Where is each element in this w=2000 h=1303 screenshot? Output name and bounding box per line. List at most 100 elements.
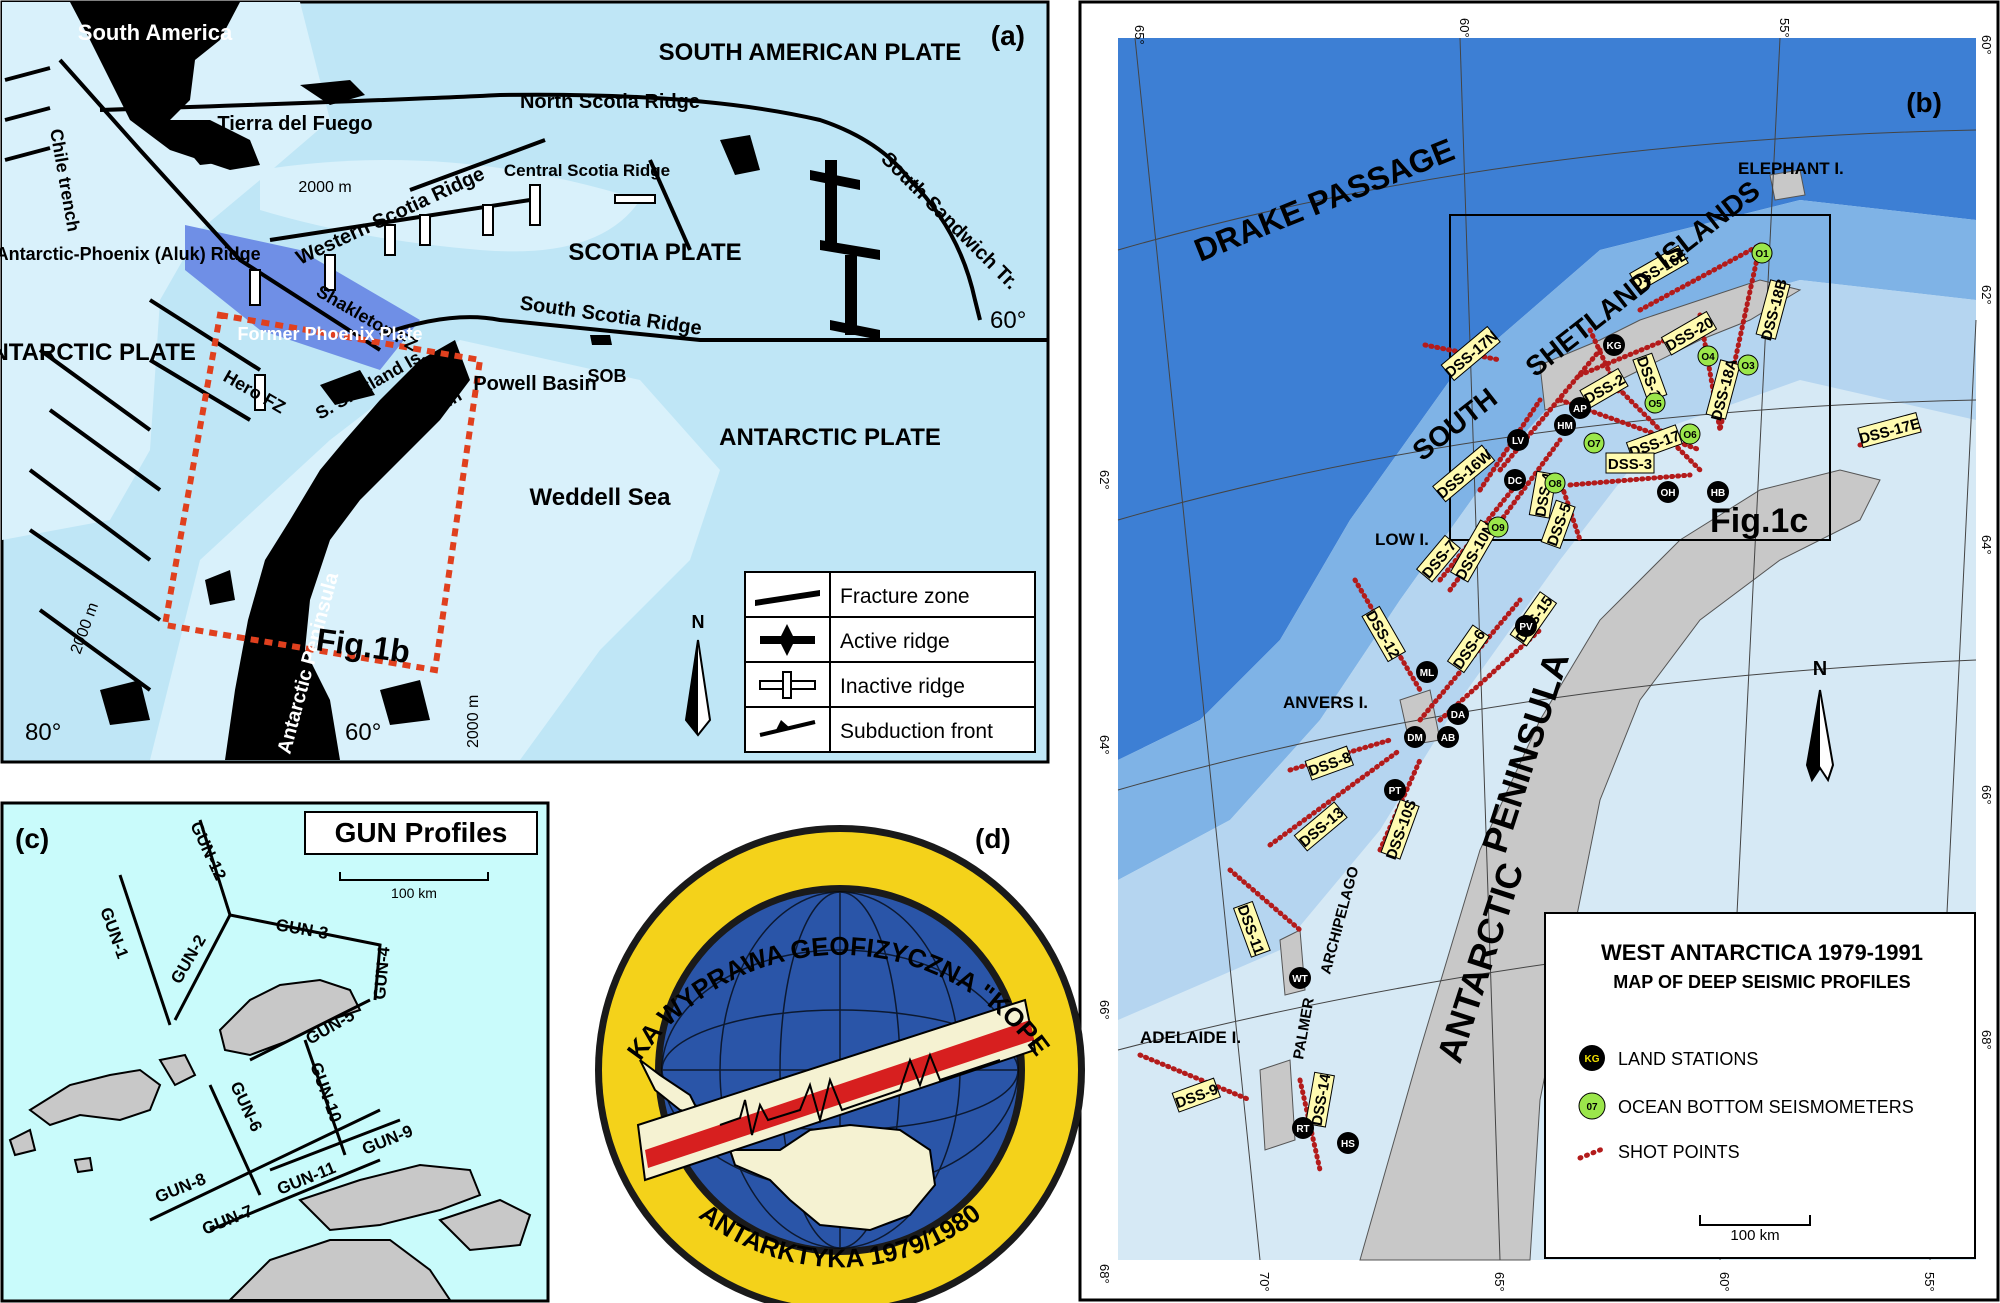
panel-b-letter: (b) bbox=[1906, 87, 1942, 118]
label-lon-80: 80° bbox=[25, 719, 61, 746]
svg-text:O5: O5 bbox=[1648, 399, 1662, 410]
svg-text:DM: DM bbox=[1407, 733, 1423, 744]
svg-text:GUN-4: GUN-4 bbox=[370, 945, 394, 1000]
inactive-ridge-icon bbox=[759, 671, 816, 699]
label-south-american-plate: SOUTH AMERICAN PLATE bbox=[659, 39, 962, 66]
svg-text:64°: 64° bbox=[1979, 535, 1994, 555]
label-antarctic-plate-east: ANTARCTIC PLATE bbox=[719, 424, 941, 451]
svg-text:66°: 66° bbox=[1097, 1000, 1112, 1020]
legend-title: WEST ANTARCTICA 1979-1991 bbox=[1601, 940, 1923, 965]
svg-text:O6: O6 bbox=[1683, 430, 1697, 441]
legend-subtitle: MAP OF DEEP SEISMIC PROFILES bbox=[1613, 972, 1910, 992]
south-america-landmass bbox=[70, 2, 260, 170]
label-depth-2000-c: 2000 m bbox=[465, 695, 482, 748]
svg-text:O8: O8 bbox=[1548, 479, 1562, 490]
svg-text:WT: WT bbox=[1292, 974, 1308, 985]
land-station-icon bbox=[1579, 1045, 1605, 1071]
label-tierra-del-fuego: Tierra del Fuego bbox=[217, 113, 372, 135]
label-sob: SOB bbox=[587, 366, 626, 386]
land-station-markers: KG AP HM LV DC OH HB PV ML DA DM AB PT W… bbox=[1289, 334, 1729, 1154]
svg-text:07: 07 bbox=[1586, 1102, 1598, 1113]
subduction-front-icon bbox=[759, 720, 816, 737]
label-low-island: LOW I. bbox=[1375, 530, 1429, 549]
svg-text:55°: 55° bbox=[1777, 18, 1792, 38]
label-south-america: South America bbox=[78, 20, 233, 45]
panel-d-letter: (d) bbox=[975, 823, 1011, 854]
svg-text:DSS-3: DSS-3 bbox=[1608, 456, 1652, 473]
svg-text:65°: 65° bbox=[1132, 25, 1147, 45]
label-north-scotia-ridge: North Scotia Ridge bbox=[520, 91, 700, 113]
label-former-phoenix-plate: Former Phoenix Plate bbox=[237, 324, 422, 344]
panel-a-letter: (a) bbox=[991, 20, 1025, 51]
svg-text:60°: 60° bbox=[1457, 18, 1472, 38]
panel-c-scale-bar bbox=[339, 872, 489, 881]
antarctic-peninsula-landmass bbox=[225, 340, 470, 760]
panel-b-seismic-map: DSS-16E DSS-17N DSS-20 DSS-18B DSS-2 DSS… bbox=[1078, 0, 2000, 1302]
panel-b-legend: WEST ANTARCTICA 1979-1991 MAP OF DEEP SE… bbox=[1544, 912, 1976, 1259]
fracture-zone-icon bbox=[755, 590, 820, 606]
svg-text:LV: LV bbox=[1512, 436, 1524, 447]
panel-a-tectonic-map: South America Chile trench Tierra del Fu… bbox=[0, 0, 1050, 764]
svg-text:DC: DC bbox=[1508, 476, 1522, 487]
svg-text:55°: 55° bbox=[1922, 1272, 1937, 1292]
active-ridge-icon bbox=[760, 624, 815, 656]
shot-point-icon bbox=[1577, 1145, 1608, 1161]
legend-shot-points: SHOT POINTS bbox=[1618, 1142, 1740, 1162]
label-anvers-island: ANVERS I. bbox=[1283, 693, 1368, 712]
label-lon-60: 60° bbox=[345, 719, 381, 746]
label-central-scotia-ridge: Central Scotia Ridge bbox=[504, 161, 670, 180]
svg-text:65°: 65° bbox=[1492, 1272, 1507, 1292]
gun-profiles-title: GUN Profiles bbox=[335, 817, 508, 848]
legend-land-stations: LAND STATIONS bbox=[1618, 1049, 1758, 1069]
north-arrow-icon: N bbox=[684, 612, 712, 737]
svg-text:PV: PV bbox=[1519, 622, 1533, 633]
label-elephant-island: ELEPHANT I. bbox=[1738, 159, 1844, 178]
legend-inactive-ridge: Inactive ridge bbox=[840, 675, 965, 698]
label-weddell-sea: Weddell Sea bbox=[530, 484, 672, 511]
svg-text:RT: RT bbox=[1296, 1124, 1309, 1135]
svg-text:O1: O1 bbox=[1755, 249, 1769, 260]
svg-text:HB: HB bbox=[1711, 488, 1725, 499]
label-antarctic-plate-west: ANTARCTIC PLATE bbox=[0, 339, 196, 366]
obs-markers: O1 O4 O3 O5 O7 O6 O8 O9 bbox=[1487, 242, 1773, 538]
svg-text:DA: DA bbox=[1451, 710, 1465, 721]
svg-text:AB: AB bbox=[1441, 733, 1455, 744]
svg-text:62°: 62° bbox=[1097, 470, 1112, 490]
panel-b-tick-labels: 65° 60° 55° 70° 65° 60° 55° 62° 64° 66° … bbox=[1097, 18, 1994, 1292]
label-adelaide-island: ADELAIDE I. bbox=[1140, 1028, 1241, 1047]
svg-text:O3: O3 bbox=[1741, 361, 1755, 372]
legend-active-ridge: Active ridge bbox=[840, 630, 950, 653]
svg-text:68°: 68° bbox=[1097, 1264, 1112, 1284]
svg-text:N: N bbox=[1813, 658, 1827, 680]
label-fig-1c: Fig.1c bbox=[1710, 502, 1808, 540]
svg-text:66°: 66° bbox=[1979, 785, 1994, 805]
profile-labels: DSS-16E DSS-17N DSS-20 DSS-18B DSS-2 DSS… bbox=[1171, 244, 1922, 1128]
panel-c-gun-profiles: GUN-1 GUN-12 GUN-2 GUN-3 GUN-4 GUN-5 GUN… bbox=[0, 801, 550, 1303]
svg-text:KG: KG bbox=[1585, 1054, 1600, 1065]
svg-text:OH: OH bbox=[1661, 488, 1676, 499]
svg-text:O9: O9 bbox=[1491, 523, 1505, 534]
legend-fracture-zone: Fracture zone bbox=[840, 585, 970, 608]
obs-icon bbox=[1578, 1092, 1606, 1120]
svg-text:62°: 62° bbox=[1979, 285, 1994, 305]
label-lat-60: 60° bbox=[990, 307, 1026, 334]
panel-c-scale-label: 100 km bbox=[391, 885, 437, 901]
label-depth-2000: 2000 m bbox=[298, 179, 351, 196]
svg-text:ML: ML bbox=[1420, 668, 1434, 679]
scale-label: 100 km bbox=[1730, 1227, 1779, 1244]
svg-text:O7: O7 bbox=[1587, 439, 1601, 450]
north-arrow-icon: N bbox=[1805, 658, 1835, 783]
svg-text:70°: 70° bbox=[1257, 1272, 1272, 1292]
label-extinct-ridge: extinct Antarctic-Phoenix (Aluk) Ridge bbox=[0, 244, 261, 264]
svg-text:N: N bbox=[692, 612, 705, 632]
svg-text:64°: 64° bbox=[1097, 735, 1112, 755]
svg-text:HS: HS bbox=[1341, 1139, 1355, 1150]
svg-text:AP: AP bbox=[1573, 404, 1587, 415]
legend-obs: OCEAN BOTTOM SEISMOMETERS bbox=[1618, 1097, 1914, 1117]
antarctica-emblem-icon bbox=[728, 1123, 937, 1232]
svg-text:O4: O4 bbox=[1701, 352, 1715, 363]
svg-text:PT: PT bbox=[1389, 786, 1402, 797]
legend-subduction-front: Subduction front bbox=[840, 720, 993, 743]
svg-text:60°: 60° bbox=[1717, 1272, 1732, 1292]
